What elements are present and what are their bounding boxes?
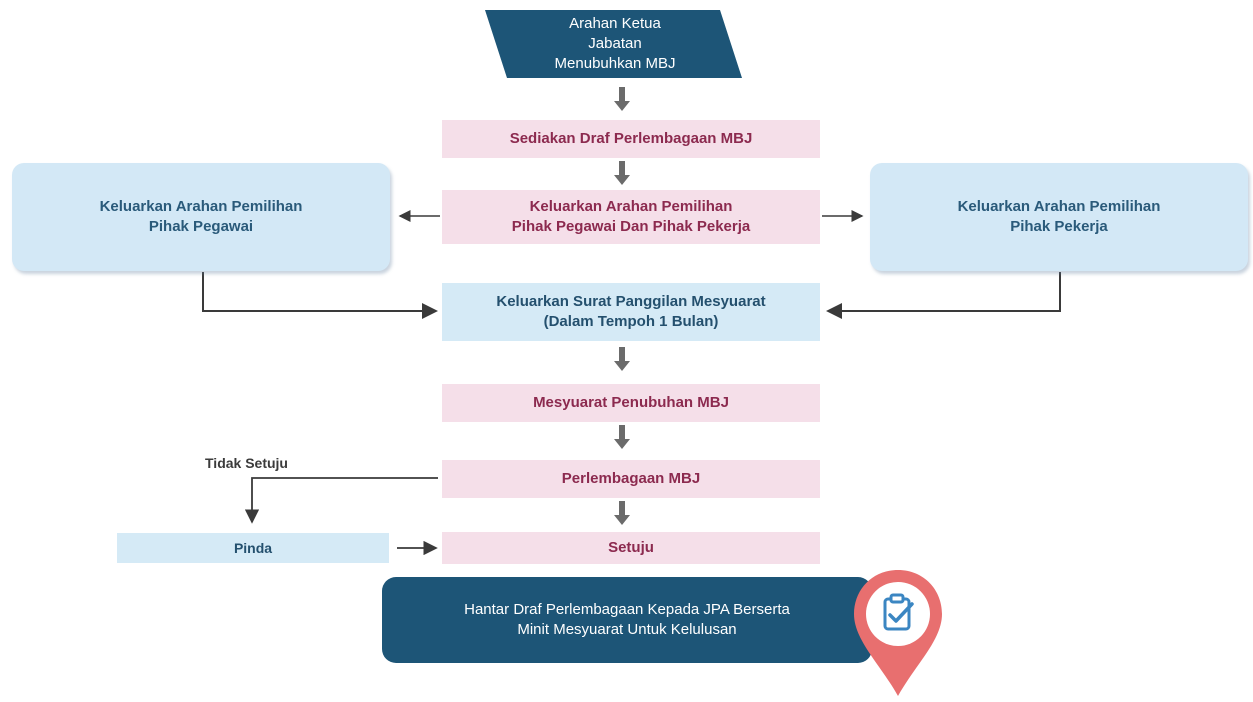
disagree-label: Tidak Setuju bbox=[205, 455, 288, 471]
letter-step-label: Keluarkan Surat Panggilan Mesyuarat (Dal… bbox=[496, 292, 766, 330]
down-arrow-icon bbox=[612, 500, 632, 526]
left-branch-box: Keluarkan Arahan Pemilihan Pihak Pegawai bbox=[12, 163, 390, 271]
right-branch-box: Keluarkan Arahan Pemilihan Pihak Pekerja bbox=[870, 163, 1248, 271]
right-branch-connector bbox=[826, 272, 1061, 319]
final-step: Hantar Draf Perlembagaan Kepada JPA Bers… bbox=[382, 577, 872, 663]
down-arrow-icon bbox=[612, 346, 632, 372]
constitution-step-label: Perlembagaan MBJ bbox=[561, 469, 701, 487]
draft-step-label: Sediakan Draf Perlembagaan MBJ bbox=[509, 129, 753, 147]
final-step-label: Hantar Draf Perlembagaan Kepada JPA Bers… bbox=[464, 600, 790, 638]
meeting-step: Mesyuarat Penubuhan MBJ bbox=[442, 384, 820, 422]
agree-step-label: Setuju bbox=[608, 538, 654, 556]
location-pin-clipboard-icon bbox=[854, 570, 942, 696]
draft-step: Sediakan Draf Perlembagaan MBJ bbox=[442, 120, 820, 158]
agree-step: Setuju bbox=[442, 532, 820, 564]
letter-step: Keluarkan Surat Panggilan Mesyuarat (Dal… bbox=[442, 283, 820, 341]
down-arrow-icon bbox=[612, 86, 632, 112]
right-branch-label: Keluarkan Arahan Pemilihan Pihak Pekerja bbox=[957, 197, 1161, 235]
start-label: Arahan Ketua Jabatan Menubuhkan MBJ bbox=[554, 14, 676, 73]
directive-step: Keluarkan Arahan Pemilihan Pihak Pegawai… bbox=[442, 190, 820, 244]
down-arrow-icon bbox=[612, 160, 632, 186]
amend-label: Pinda bbox=[233, 539, 273, 556]
meeting-step-label: Mesyuarat Penubuhan MBJ bbox=[533, 393, 729, 411]
down-arrow-icon bbox=[612, 424, 632, 450]
start-node: Arahan Ketua Jabatan Menubuhkan MBJ bbox=[505, 10, 725, 78]
amend-box: Pinda bbox=[117, 533, 389, 563]
start-parallelogram bbox=[485, 10, 742, 78]
constitution-step: Perlembagaan MBJ bbox=[442, 460, 820, 498]
left-branch-label: Keluarkan Arahan Pemilihan Pihak Pegawai bbox=[99, 197, 303, 235]
directive-step-label: Keluarkan Arahan Pemilihan Pihak Pegawai… bbox=[511, 197, 751, 235]
left-branch-connector bbox=[202, 272, 438, 319]
disagree-connector bbox=[244, 477, 438, 524]
